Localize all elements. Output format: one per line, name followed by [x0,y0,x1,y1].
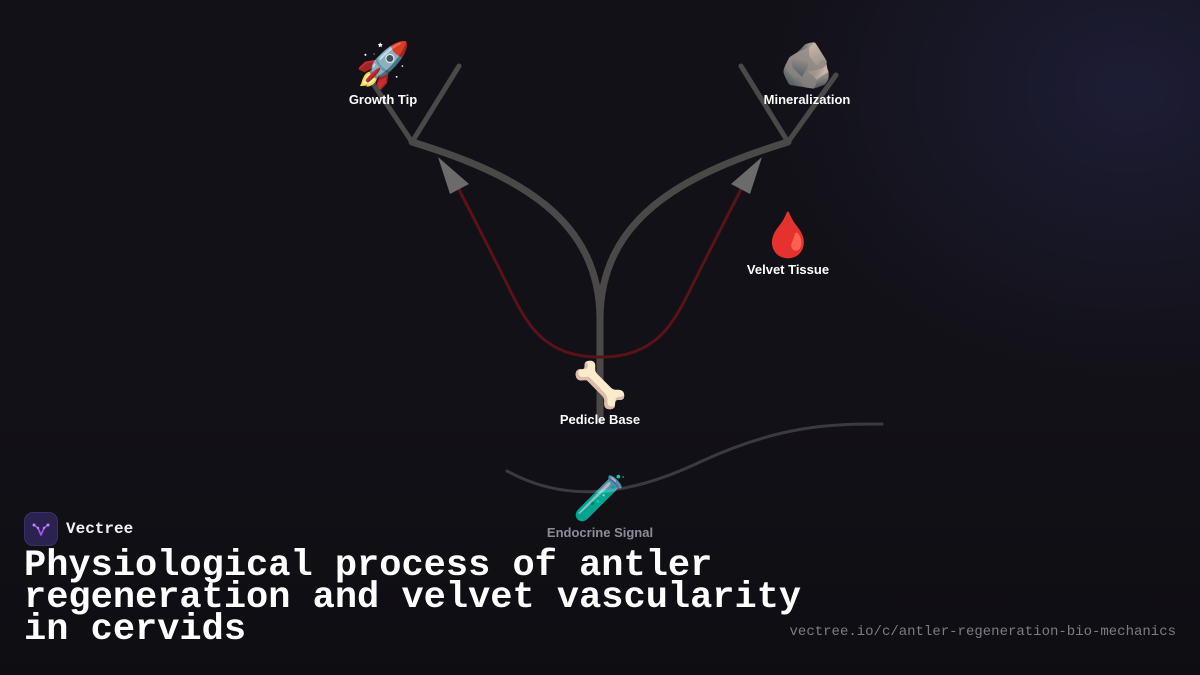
node-velvet-tissue[interactable]: 🩸 Velvet Tissue [746,210,830,278]
arrowhead-left [438,157,469,194]
node-mineralization[interactable]: 🪨 Mineralization [763,40,851,108]
node-endocrine-signal[interactable]: 🧪 Endocrine Signal [546,473,654,541]
rocket-icon: 🚀 [355,40,411,91]
velvet-vessel-right [598,180,747,359]
antler-left-tine-inner [409,63,462,145]
blood-drop-icon: 🩸 [760,210,816,261]
page-url[interactable]: vectree.io/c/antler-regeneration-bio-mec… [789,624,1176,640]
brand[interactable]: Vectree [24,512,133,546]
rock-icon: 🪨 [779,40,835,91]
antler-right-beam [596,138,792,324]
antler-left-tine-outer [369,79,415,145]
node-label: Growth Tip [348,92,418,107]
bone-icon: 🦴 [572,360,628,411]
page-title: Physiological process of antler regenera… [24,545,802,651]
brand-name: Vectree [66,520,134,538]
arrowhead-right [731,157,762,194]
node-label: Pedicle Base [559,412,641,427]
test-tube-icon: 🧪 [572,473,628,524]
vectree-logo-icon [24,512,58,546]
node-label: Endocrine Signal [546,525,654,540]
node-label: Mineralization [763,92,851,107]
endocrine-signal-curve [505,422,884,494]
node-label: Velvet Tissue [746,262,830,277]
velvet-vessel-left [453,180,602,359]
antler-left-beam [408,138,604,324]
antler-right-tine-inner [738,63,791,145]
antler-right-tine-outer [785,72,839,145]
node-pedicle-base[interactable]: 🦴 Pedicle Base [559,360,641,428]
node-growth-tip[interactable]: 🚀 Growth Tip [348,40,418,108]
